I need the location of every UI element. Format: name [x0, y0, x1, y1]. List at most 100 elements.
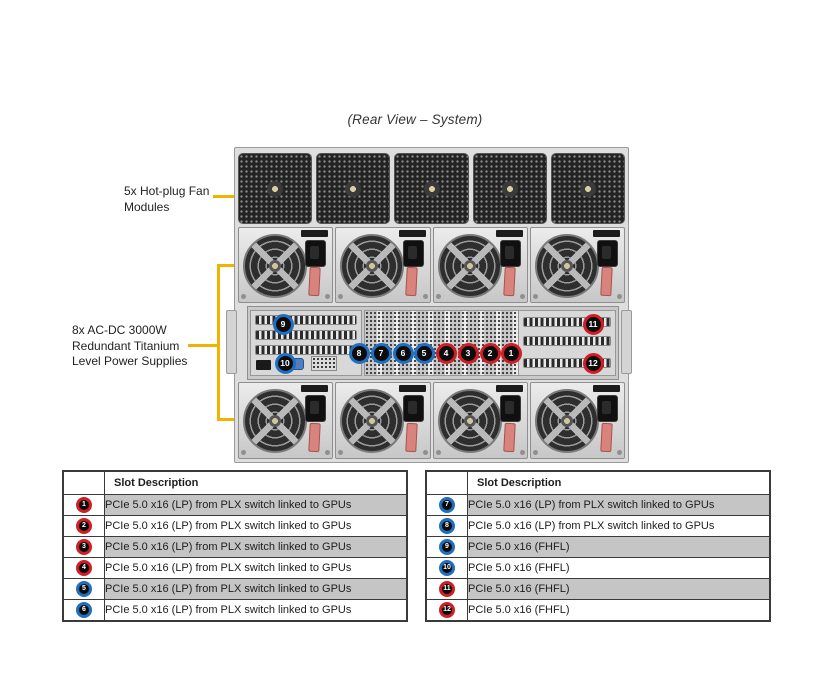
diagram-slot-badge-6: 6 — [392, 342, 414, 364]
table-header-row: Slot Description — [425, 470, 771, 495]
ac-inlet-icon — [597, 395, 618, 422]
slot-badge-7: 7 — [439, 497, 455, 513]
psu-rating-tag — [593, 230, 620, 237]
slot-badge-3: 3 — [76, 539, 92, 555]
screw-icon — [325, 294, 331, 299]
diagram-slot-badge-12: 12 — [582, 352, 604, 374]
psu-latch-icon — [502, 422, 516, 453]
slot-description: PCIe 5.0 x16 (LP) from PLX switch linked… — [104, 599, 408, 622]
screw-icon — [338, 294, 344, 299]
power-supplies-label: 8x AC-DC 3000W Redundant Titanium Level … — [72, 323, 188, 369]
fan-module — [238, 153, 313, 224]
slot-description: PCIe 5.0 x16 (FHFL) — [467, 599, 771, 622]
slot-vent — [523, 317, 611, 327]
psu-rating-tag — [495, 230, 523, 237]
slot-badge-10: 10 — [439, 560, 455, 576]
psu-callout-vertical — [217, 264, 220, 421]
slot-column-header — [425, 470, 468, 495]
slot-description: PCIe 5.0 x16 (FHFL) — [467, 578, 771, 600]
ac-inlet-icon — [499, 395, 521, 422]
slot-description: PCIe 5.0 x16 (FHFL) — [467, 536, 771, 558]
diagram-slot-badge-5: 5 — [413, 342, 435, 364]
slot-description: PCIe 5.0 x16 (LP) from PLX switch linked… — [467, 515, 771, 537]
slot-badge-1: 1 — [76, 497, 92, 513]
fan-modules-label: 5x Hot-plug Fan Modules — [124, 184, 210, 214]
slot-number-cell: 8 — [425, 515, 468, 537]
screw-icon — [532, 450, 538, 455]
slot-vent — [523, 336, 611, 346]
diagram-slot-badge-3: 3 — [457, 342, 479, 364]
slot-description: PCIe 5.0 x16 (LP) from PLX switch linked… — [104, 578, 408, 600]
screw-icon — [617, 294, 622, 299]
slot-vent — [255, 315, 357, 325]
table-row: 1 PCIe 5.0 x16 (LP) from PLX switch linke… — [62, 494, 408, 516]
psu-rating-tag — [398, 230, 426, 237]
diagram-slot-badge-1: 1 — [500, 342, 522, 364]
slot-badge-11: 11 — [439, 581, 455, 597]
psu-latch-icon — [405, 422, 419, 453]
vent-grid — [311, 356, 337, 371]
slot-description: PCIe 5.0 x16 (LP) from PLX switch linked… — [104, 494, 408, 516]
description-column-header: Slot Description — [104, 470, 408, 495]
slot-number-cell: 6 — [62, 599, 105, 622]
psu-fan-icon — [243, 234, 307, 298]
psu-latch-icon — [599, 422, 613, 453]
table-header-row: Slot Description — [62, 470, 408, 495]
description-column-header: Slot Description — [467, 470, 771, 495]
slot-number-cell: 9 — [425, 536, 468, 558]
ac-inlet-icon — [402, 395, 424, 422]
diagram-slot-badge-4: 4 — [435, 342, 457, 364]
slot-vent — [255, 330, 357, 340]
slot-number-cell: 7 — [425, 494, 468, 516]
psu-fan-icon — [437, 389, 502, 453]
ac-inlet-icon — [305, 240, 327, 267]
psu-latch-icon — [599, 266, 613, 297]
psu-fan-icon — [243, 389, 307, 453]
slot-number-cell: 5 — [62, 578, 105, 600]
slot-badge-5: 5 — [76, 581, 92, 597]
slot-badge-12: 12 — [439, 602, 455, 618]
slot-badge-6: 6 — [76, 602, 92, 618]
psu-callout-connector — [188, 344, 218, 347]
screw-icon — [338, 450, 344, 455]
diagram-slot-badge-11: 11 — [582, 313, 604, 335]
table-row: 3 PCIe 5.0 x16 (LP) from PLX switch linke… — [62, 536, 408, 558]
slot-number-cell: 1 — [62, 494, 105, 516]
pcie-io-section — [247, 306, 619, 380]
fan-module — [472, 153, 547, 224]
slot-description: PCIe 5.0 x16 (LP) from PLX switch linked… — [104, 536, 408, 558]
psu-rating-tag — [495, 385, 523, 392]
psu-latch-icon — [308, 422, 321, 453]
screw-icon — [422, 450, 428, 455]
slot-vent — [523, 358, 611, 368]
slot-badge-9: 9 — [439, 539, 455, 555]
table-row: 11 PCIe 5.0 x16 (FHFL) — [425, 578, 771, 600]
slot-number-cell: 11 — [425, 578, 468, 600]
psu-fan-icon — [340, 234, 405, 298]
screw-icon — [519, 294, 525, 299]
screw-icon — [532, 294, 538, 299]
chassis-ear-right — [621, 310, 632, 374]
psu-module — [238, 382, 334, 459]
screw-icon — [422, 294, 428, 299]
slot-badge-8: 8 — [439, 518, 455, 534]
psu-rating-tag — [593, 385, 620, 392]
diagram-slot-badge-10: 10 — [274, 352, 296, 374]
ac-inlet-icon — [597, 240, 618, 267]
ac-inlet-icon — [499, 240, 521, 267]
psu-module — [432, 382, 528, 459]
screw-icon — [241, 450, 246, 455]
psu-module — [335, 382, 431, 459]
slot-description: PCIe 5.0 x16 (LP) from PLX switch linked… — [467, 494, 771, 516]
psu-module — [238, 227, 334, 303]
slot-number-cell: 12 — [425, 599, 468, 622]
fan-module — [550, 153, 626, 224]
slot-description: PCIe 5.0 x16 (LP) from PLX switch linked… — [104, 515, 408, 537]
slot-description: PCIe 5.0 x16 (LP) from PLX switch linked… — [104, 557, 408, 579]
chassis-ear-left — [226, 310, 237, 374]
